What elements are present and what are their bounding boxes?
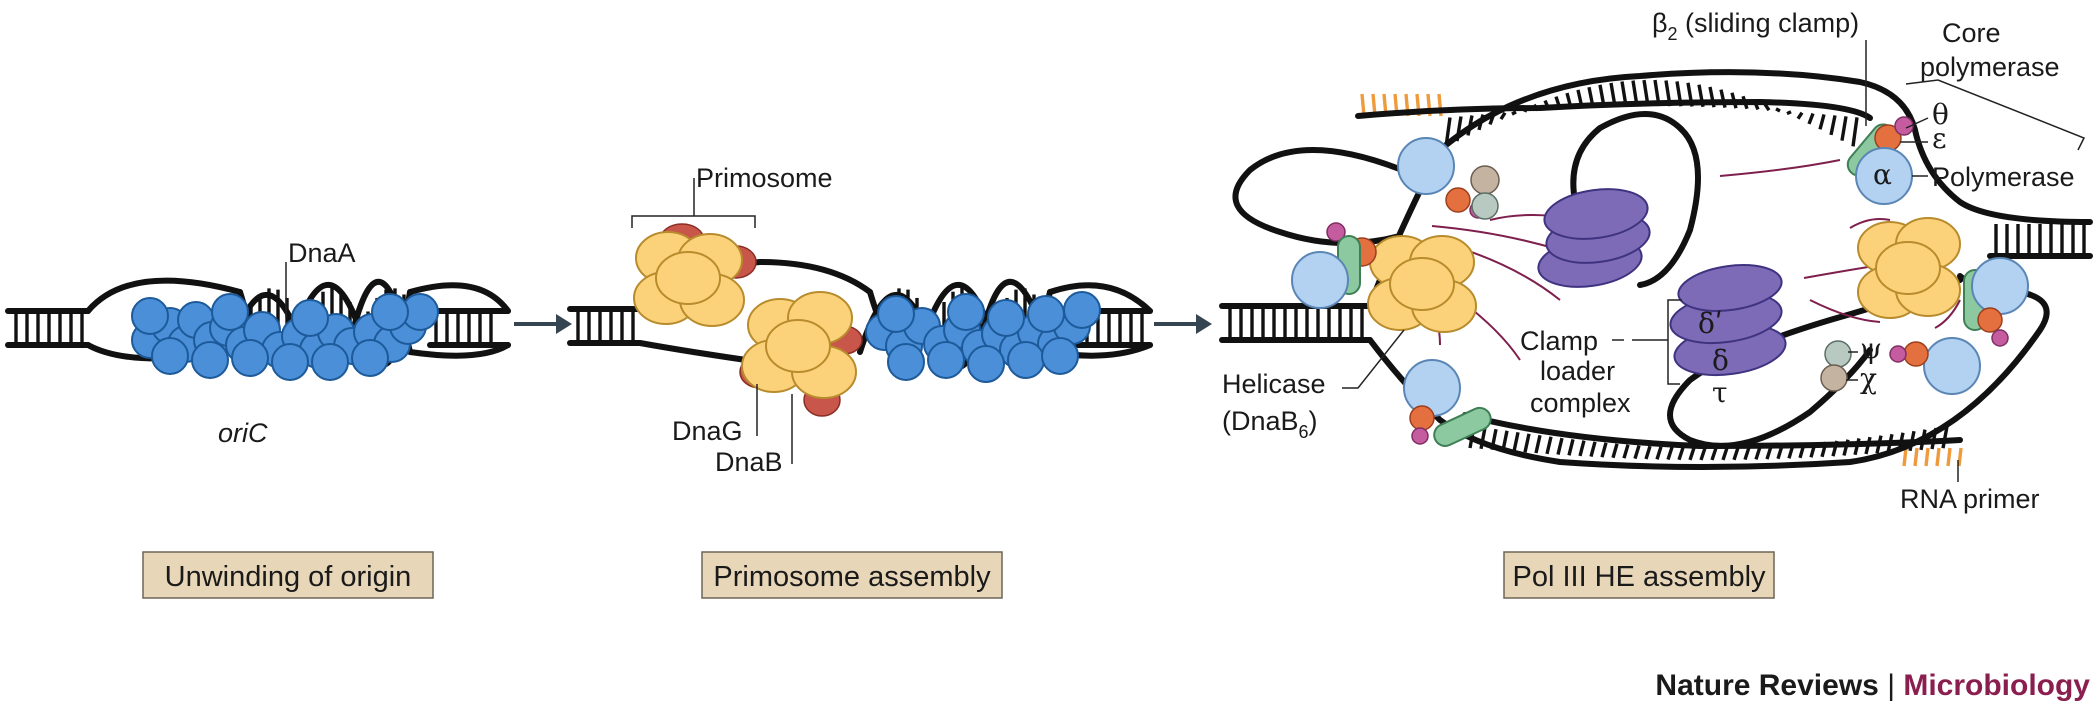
svg-text:Primosome assembly: Primosome assembly bbox=[713, 561, 991, 593]
clamp-loader-label: Clamp loader complex bbox=[1520, 326, 1631, 418]
rna-primer-label: RNA primer bbox=[1900, 484, 2040, 514]
duplex-rungs-p1 bbox=[14, 313, 493, 343]
core-label-1: Core bbox=[1942, 18, 2001, 48]
oric-label: oriC bbox=[218, 418, 268, 448]
delta-label: δ bbox=[1712, 344, 1729, 377]
panel-primosome: Primosome DnaG DnaB bbox=[567, 163, 1153, 477]
panel-pol3: δʹ δ τ bbox=[1219, 8, 2093, 514]
primosome-2 bbox=[739, 291, 863, 417]
chi-label: χ bbox=[1860, 362, 1877, 395]
primosome-1 bbox=[633, 223, 757, 327]
journal-brand: Nature Reviews | Microbiology bbox=[1655, 669, 2090, 702]
svg-text:complex: complex bbox=[1530, 388, 1631, 418]
clamp-loader-top bbox=[1537, 188, 1651, 288]
caption-pol3: Pol III HE assembly bbox=[1503, 551, 1775, 599]
svg-text:Unwinding of origin: Unwinding of origin bbox=[165, 561, 412, 593]
arrow-right bbox=[514, 314, 572, 334]
helicase-label: Helicase (DnaB6) bbox=[1222, 369, 1326, 442]
arrow-right-2 bbox=[1154, 314, 1212, 334]
polymerase-label: Polymerase bbox=[1932, 162, 2075, 192]
helicase-left bbox=[1367, 235, 1477, 333]
chi-psi-right bbox=[1820, 340, 1852, 392]
polymerase-left-bottom bbox=[1403, 359, 1492, 447]
svg-text:(DnaB6): (DnaB6) bbox=[1222, 406, 1318, 442]
alpha-label: α bbox=[1873, 158, 1892, 191]
beta2-label: β2 (sliding clamp) bbox=[1652, 8, 1859, 44]
helicase-right bbox=[1857, 217, 1961, 319]
polymerase-right-bottom bbox=[1889, 257, 2029, 395]
dnaa-proteins bbox=[131, 293, 439, 381]
panel-unwinding: DnaA oriC bbox=[5, 238, 511, 448]
svg-text:loader: loader bbox=[1540, 356, 1615, 386]
svg-text:Pol III HE assembly: Pol III HE assembly bbox=[1512, 561, 1766, 593]
dnaa-label: DnaA bbox=[288, 238, 356, 268]
primosome-bracket bbox=[631, 178, 756, 228]
primosome-label: Primosome bbox=[696, 163, 833, 193]
svg-text:β2 (sliding clamp): β2 (sliding clamp) bbox=[1652, 8, 1859, 44]
tau-label: τ bbox=[1712, 376, 1728, 409]
delta-prime-label: δʹ bbox=[1698, 307, 1723, 340]
caption-primosome: Primosome assembly bbox=[701, 551, 1003, 599]
dnab-label: DnaB bbox=[715, 447, 783, 477]
svg-text:Nature Reviews | Microbiology: Nature Reviews | Microbiology bbox=[1655, 669, 2090, 702]
caption-unwinding: Unwinding of origin bbox=[142, 551, 434, 599]
polymerase-left-top bbox=[1291, 137, 1487, 309]
svg-text:Clamp: Clamp bbox=[1520, 326, 1598, 356]
psi-label: ψ bbox=[1860, 332, 1882, 365]
epsilon-label: ε bbox=[1932, 122, 1947, 155]
polymerase-right-top bbox=[1846, 116, 1914, 205]
core-label-2: polymerase bbox=[1920, 52, 2060, 82]
dnag-label: DnaG bbox=[672, 416, 743, 446]
chi-psi-top bbox=[1470, 165, 1500, 220]
clamp-loader-complex bbox=[1669, 264, 1787, 377]
svg-text:Helicase: Helicase bbox=[1222, 369, 1326, 399]
theta-label: θ bbox=[1932, 98, 1949, 131]
